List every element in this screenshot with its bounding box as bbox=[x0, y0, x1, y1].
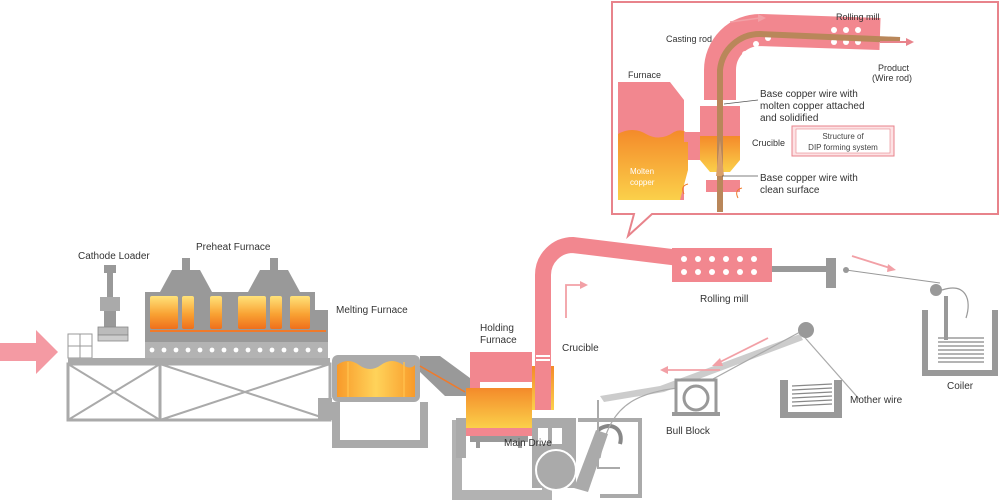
inset-label-molten-line1: Molten bbox=[630, 167, 654, 176]
inset-label-molten-line2: copper bbox=[630, 178, 655, 187]
casting-tower bbox=[535, 236, 681, 410]
rolling-mill bbox=[672, 248, 941, 288]
inset-structure-title-line1: Structure of bbox=[822, 132, 864, 141]
inset-label-product-line2: (Wire rod) bbox=[872, 73, 912, 83]
preheat-furnace bbox=[145, 258, 328, 358]
inset-label-rolling-mill: Rolling mill bbox=[836, 12, 880, 22]
inset-label-clean-line1: Base copper wire with bbox=[760, 173, 858, 184]
inset-label-clean-line2: clean surface bbox=[760, 185, 820, 196]
cathode-loader bbox=[67, 265, 129, 359]
dip-forming-inset bbox=[611, 1, 999, 240]
input-arrow-icon bbox=[0, 330, 58, 374]
label-mother-wire: Mother wire bbox=[850, 395, 903, 406]
label-holding-furnace-line1: Holding bbox=[480, 323, 514, 334]
label-preheat-furnace: Preheat Furnace bbox=[196, 242, 271, 253]
label-melting-furnace: Melting Furnace bbox=[336, 305, 408, 316]
label-rolling-mill: Rolling mill bbox=[700, 294, 748, 305]
mother-wire-coil bbox=[780, 380, 842, 418]
label-coiler: Coiler bbox=[947, 381, 974, 392]
inset-label-casting-rod: Casting rod bbox=[666, 34, 712, 44]
main-drive bbox=[452, 418, 642, 500]
inset-label-attached-line1: Base copper wire with bbox=[760, 89, 858, 100]
label-holding-furnace-line2: Furnace bbox=[480, 335, 517, 346]
inset-label-furnace: Furnace bbox=[628, 70, 661, 80]
inset-label-product-line1: Product bbox=[878, 63, 910, 73]
inset-label-attached-line3: and solidified bbox=[760, 113, 818, 124]
inset-structure-title-line2: DIP forming system bbox=[808, 143, 878, 152]
coiler bbox=[922, 284, 998, 376]
label-cathode-loader: Cathode Loader bbox=[78, 251, 150, 262]
bull-block bbox=[597, 322, 861, 469]
label-crucible: Crucible bbox=[562, 343, 599, 354]
melting-furnace bbox=[318, 355, 470, 448]
label-main-drive: Main Drive bbox=[504, 438, 552, 449]
base-frame bbox=[66, 340, 332, 422]
inset-label-attached-line2: molten copper attached bbox=[760, 101, 865, 112]
label-bull-block: Bull Block bbox=[666, 426, 711, 437]
inset-label-crucible: Crucible bbox=[752, 138, 785, 148]
